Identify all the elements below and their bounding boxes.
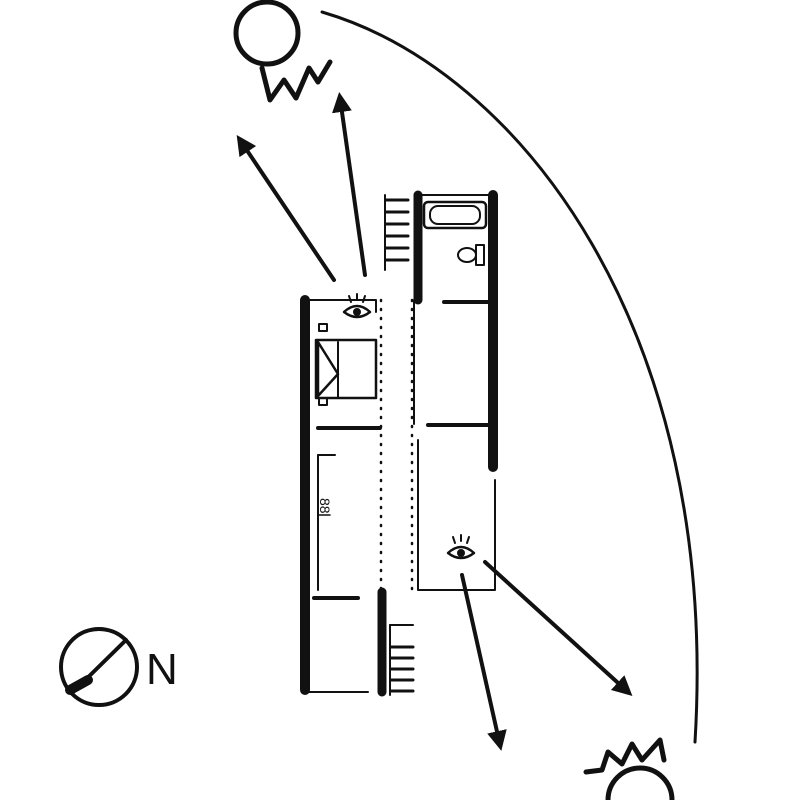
sun-icon: [583, 737, 675, 800]
bed: [314, 323, 378, 406]
view-arrow: [483, 560, 633, 697]
stairs-south: [389, 624, 415, 696]
floor-plan: 88: [300, 190, 498, 697]
stairs-north: [384, 194, 410, 271]
view-arrow: [236, 135, 336, 282]
view-arrow: [332, 92, 367, 277]
sun-icon: [233, 0, 333, 103]
stove-label: 88: [317, 498, 333, 514]
eye-icon: [342, 293, 372, 319]
sun-path-arc: [320, 10, 699, 744]
view-arrow: [460, 573, 507, 751]
compass-label: N: [146, 645, 178, 694]
bathtub: [422, 200, 488, 230]
eye-icon: [446, 534, 476, 560]
north-arrow-icon: N: [59, 627, 178, 707]
kitchen-counter: 88: [317, 454, 336, 591]
toilet: [457, 244, 485, 266]
